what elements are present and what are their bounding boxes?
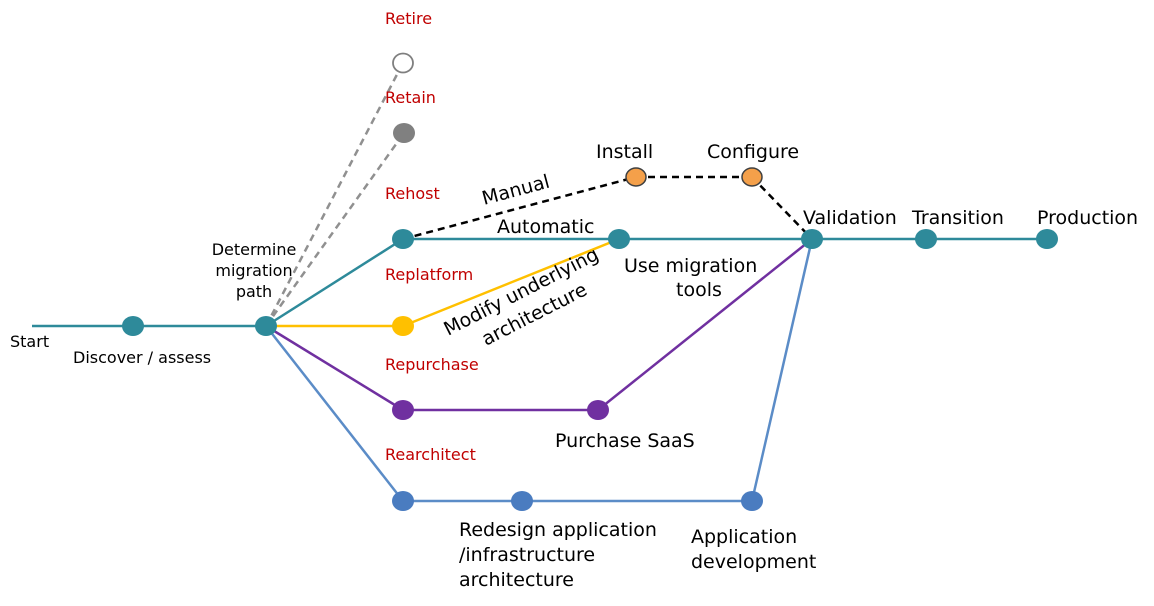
strategy-retain: Retain: [385, 88, 436, 107]
step-labels: Start Discover / assess Determine migrat…: [10, 141, 1138, 591]
label-determine-3: path: [236, 282, 272, 301]
node-retain: [393, 123, 415, 143]
node-discover: [122, 316, 144, 336]
strategy-repurchase: Repurchase: [385, 355, 479, 374]
edge-determine-retire: [264, 62, 405, 327]
node-validation: [801, 229, 823, 249]
node-retire: [392, 52, 414, 74]
label-use-tools-1: Use migration: [624, 255, 757, 277]
strategy-replatform: Replatform: [385, 265, 473, 284]
label-use-tools-2: tools: [676, 279, 722, 301]
node-purchase-saas: [587, 400, 609, 420]
node-redesign: [511, 491, 533, 511]
label-redesign-2: /infrastructure: [459, 544, 595, 566]
label-install: Install: [596, 141, 653, 163]
edges: [32, 62, 1047, 503]
edge-determine-repurchase: [265, 324, 404, 412]
node-install: [625, 167, 647, 187]
edge-determine-rearchitect: [265, 325, 404, 502]
label-production: Production: [1037, 207, 1138, 229]
node-transition: [915, 229, 937, 249]
edge-replatform-automatic: [402, 237, 620, 328]
label-appdev-2: development: [691, 551, 816, 573]
label-determine-2: migration: [215, 261, 292, 280]
label-redesign-1: Redesign application: [459, 519, 657, 541]
label-discover: Discover / assess: [73, 348, 211, 367]
edge-determine-rehost: [265, 237, 404, 328]
node-repurchase: [392, 400, 414, 420]
node-rehost: [392, 229, 414, 249]
edge-determine-retain: [264, 132, 406, 327]
node-automatic: [608, 229, 630, 249]
label-start: Start: [10, 332, 49, 351]
strategy-labels: Retire Retain Rehost Replatform Repurcha…: [385, 9, 479, 464]
label-automatic: Automatic: [497, 216, 594, 238]
edge-configure-validation: [751, 176, 813, 240]
nodes: [122, 52, 1058, 511]
label-validation: Validation: [803, 207, 897, 229]
strategy-rehost: Rehost: [385, 184, 440, 203]
node-rearchitect: [392, 491, 414, 511]
node-configure: [741, 167, 763, 187]
node-replatform: [392, 316, 414, 336]
label-manual: Manual: [480, 171, 552, 210]
edge-saas-validation: [597, 238, 813, 411]
label-transition: Transition: [911, 207, 1004, 229]
label-configure: Configure: [707, 141, 799, 163]
strategy-rearchitect: Rearchitect: [385, 445, 476, 464]
node-appdev: [741, 491, 763, 511]
strategy-retire: Retire: [385, 9, 432, 28]
node-production: [1036, 229, 1058, 249]
label-determine-1: Determine: [212, 240, 297, 259]
node-determine: [255, 316, 277, 336]
label-appdev-1: Application: [691, 526, 797, 548]
label-purchase-saas: Purchase SaaS: [555, 430, 695, 452]
label-redesign-3: architecture: [459, 569, 574, 591]
edge-appdev-validation: [750, 238, 814, 502]
edge-rehost-install: [402, 175, 637, 241]
